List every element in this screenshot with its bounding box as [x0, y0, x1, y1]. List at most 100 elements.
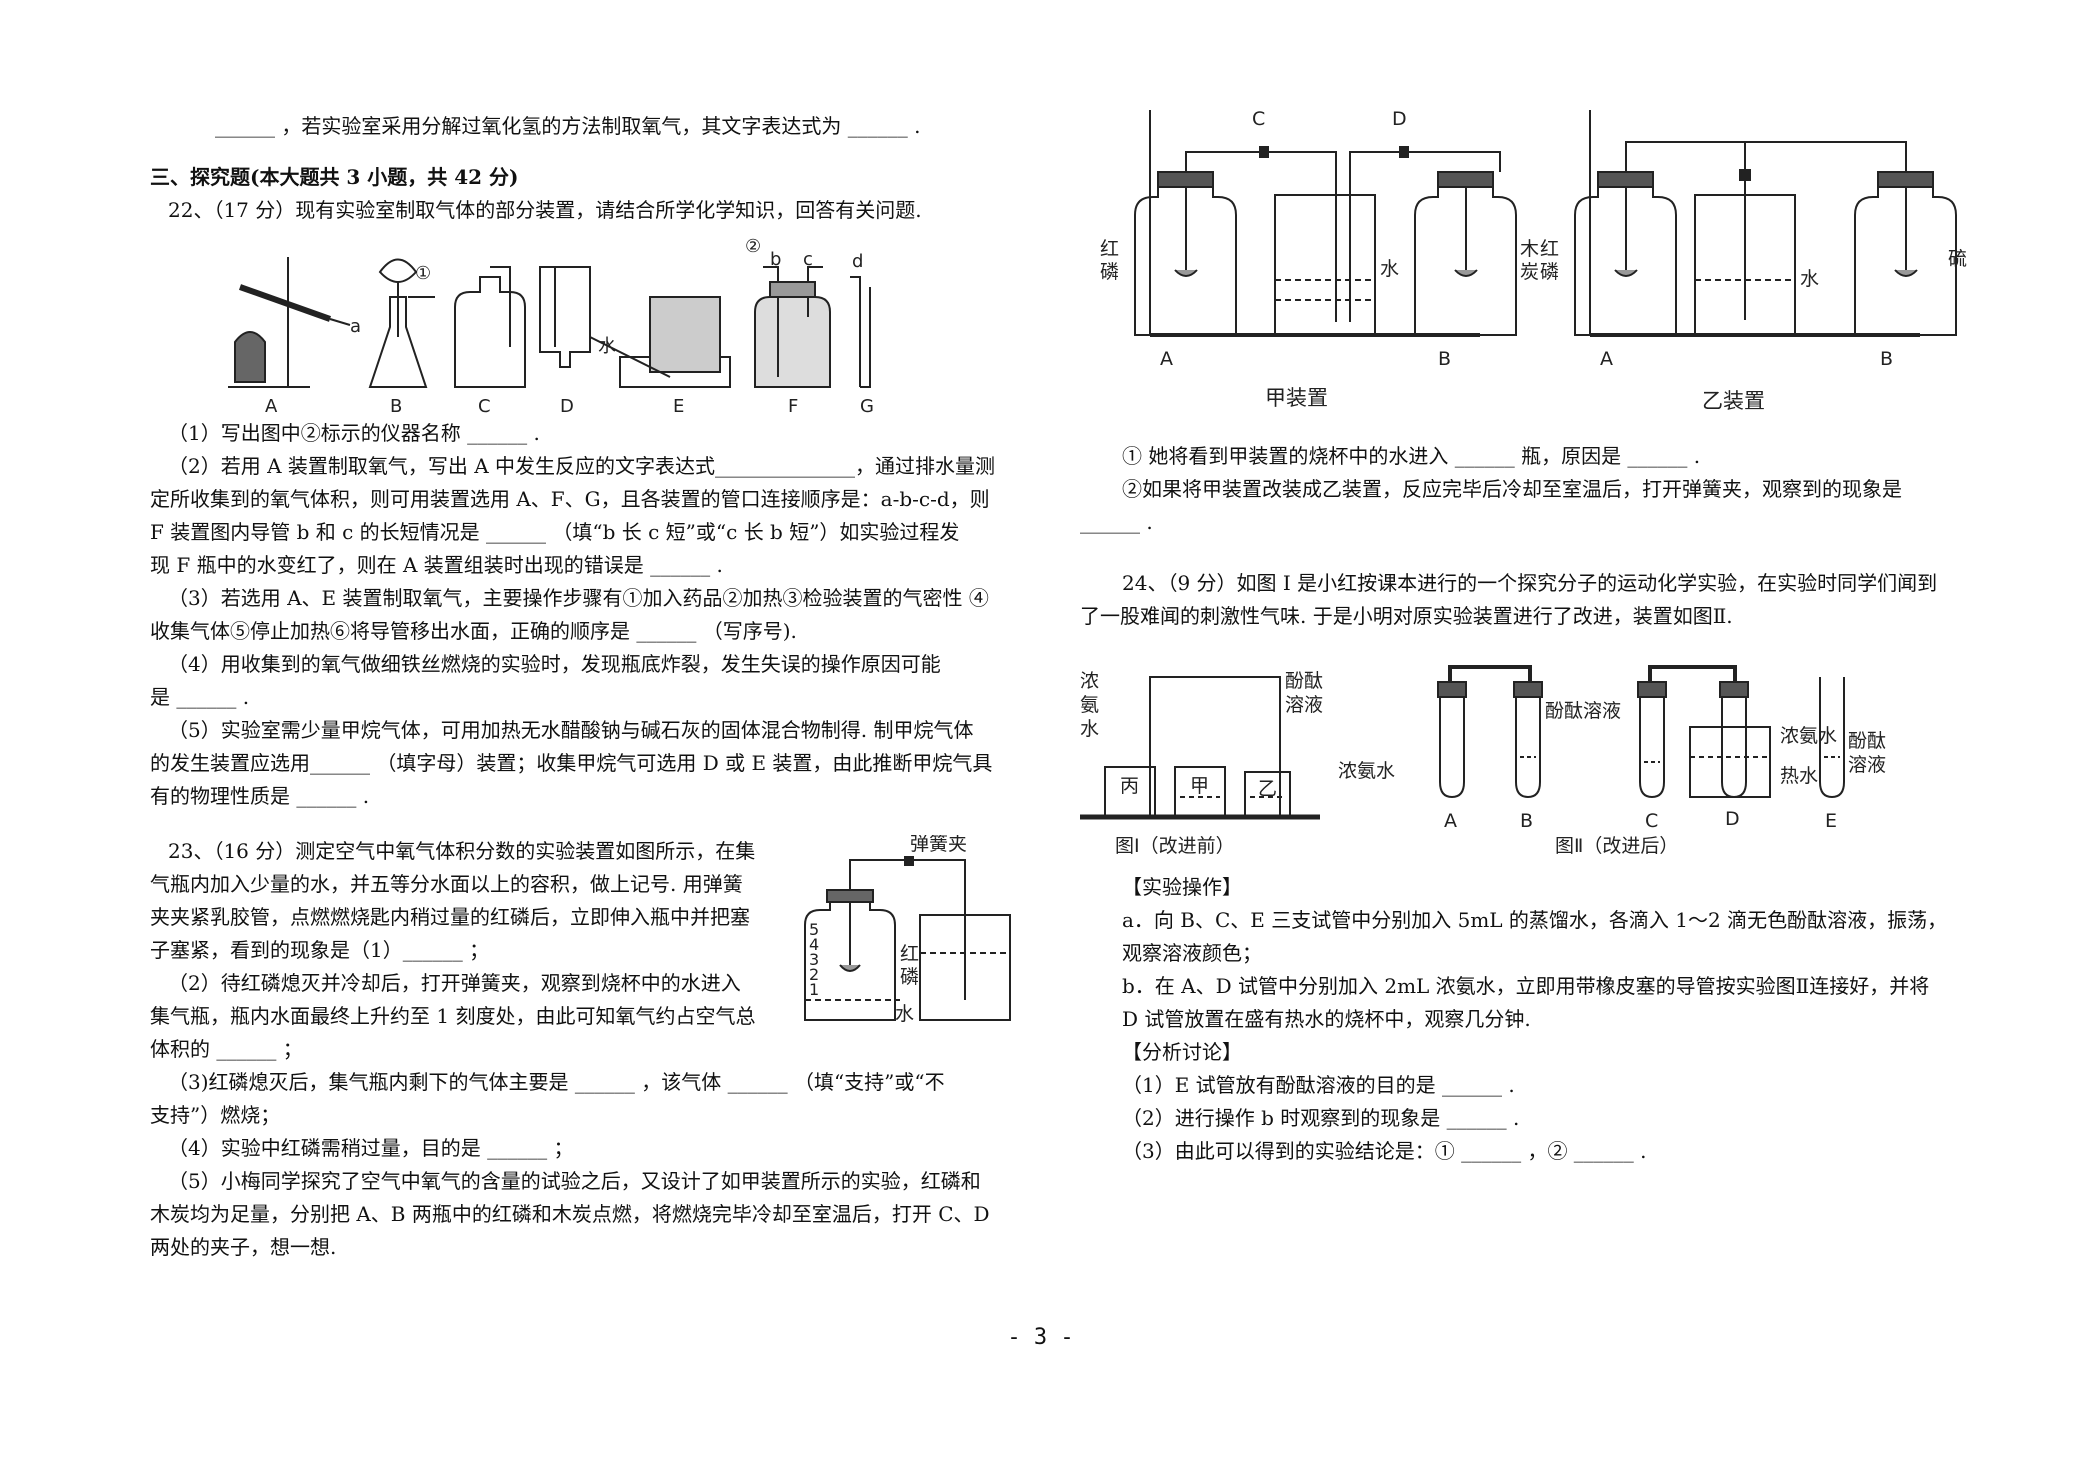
right-column: C D 红 磷 水 木 炭 A B 甲装置 红 磷 水 硫 A B 乙装置 ① … [1080, 110, 2000, 1168]
red-label: 红 [900, 943, 919, 965]
q22-apparatus-figure: A B C D E F G ① ② a b c d 水 [150, 227, 1030, 417]
label-B-yi: B [1880, 348, 1893, 370]
red-p-2: 磷 [1100, 261, 1119, 283]
page-number: - 3 - [1007, 1325, 1074, 1350]
clamp-label: 弹簧夹 [910, 835, 967, 855]
q23-line4: 子塞紧，看到的现象是（1）______ ； [150, 938, 490, 962]
analysis-title: 【分析讨论】 [1122, 1040, 1242, 1064]
tube-E: E [1825, 810, 1837, 832]
mark-circle2: ② [745, 236, 761, 257]
fig1-caption: 图Ⅰ（改进前） [1115, 835, 1235, 857]
label-C-top: C [1252, 110, 1265, 130]
q22-part3a: （3）若选用 A、E 装置制取氧气，主要操作步骤有①加入药品②加热③检验装置的气… [168, 586, 989, 610]
fig1-ammonia-3: 水 [1080, 718, 1099, 740]
fig2-ammonia: 浓氨水 [1338, 760, 1395, 782]
q23-right-q2a: ②如果将甲装置改装成乙装置，反应完毕后冷却至室温后，打开弹簧夹，观察到的现象是 [1122, 477, 1902, 501]
q22-intro: 22、（17 分）现有实验室制取气体的部分装置，请结合所学化学知识，回答有关问题… [168, 198, 922, 222]
q22-part3b: 收集气体⑤停止加热⑥将导管移出水面，正确的顺序是 ______ （写序号). [150, 619, 797, 643]
tube-C: C [1645, 810, 1658, 832]
red-p-yi-2: 磷 [1540, 261, 1559, 283]
tick-3: 3 [809, 950, 819, 969]
q23-line12: 木炭均为足量，分别把 A、B 两瓶中的红磷和木炭点燃，将燃烧完毕冷却至室温后，打… [150, 1202, 990, 1226]
q23-line9: 支持”）燃烧； [150, 1103, 281, 1127]
label-D-top: D [1392, 110, 1407, 130]
q23-line7: 体积的 ______ ； [150, 1037, 303, 1061]
q23-line8: （3)红磷熄灭后，集气瓶内剩下的气体主要是 ______ ，该气体 ______… [168, 1070, 945, 1094]
q22-part2b: 定所收集到的氧气体积，则可用装置选用 A、F、G，且各装置的管口连接顺序是：a-… [150, 487, 990, 511]
water-label: 水 [895, 1003, 914, 1025]
q22-part1: （1）写出图中②标示的仪器名称 ______ . [168, 421, 540, 445]
op-a2: 观察溶液颜色； [1122, 941, 1262, 965]
q24-line2: 了一股难闻的刺激性气味. 于是小明对原实验装置进行了改进，装置如图Ⅱ. [1080, 604, 1733, 628]
mark-a: a [350, 316, 361, 337]
fig2-ammonia-d: 浓氨水 [1780, 725, 1837, 747]
fig2-phenol: 酚酞溶液 [1545, 700, 1621, 722]
label-A-jia: A [1160, 348, 1173, 370]
q23-jia-yi-figure: C D 红 磷 水 木 炭 A B 甲装置 红 磷 水 硫 A B 乙装置 [1100, 110, 1967, 413]
op-b1: b．在 A、D 试管中分别加入 2mL 浓氨水，立即用带橡皮塞的导管按实验图Ⅱ连… [1122, 974, 1930, 998]
op-title: 【实验操作】 [1122, 875, 1242, 899]
tube-B: B [1520, 810, 1533, 832]
op-a1: a．向 B、C、E 三支试管中分别加入 5mL 的蒸馏水，各滴入 1～2 滴无色… [1122, 908, 1948, 932]
q23-right-q2b: ______ . [1080, 510, 1153, 534]
beaker-jia: 甲 [1190, 775, 1209, 797]
tube-A: A [1444, 810, 1457, 832]
q22-part2c: F 装置图内导管 b 和 c 的长短情况是 ______ （填“b 长 c 短”… [150, 520, 960, 544]
label-C: C [478, 396, 491, 417]
fig1-ammonia-1: 浓 [1080, 670, 1099, 692]
q21-tail: ______ ，若实验室采用分解过氧化氢的方法制取氧气，其文字表达式为 ____… [215, 114, 921, 138]
mark-d: d [852, 251, 863, 272]
water-yi: 水 [1800, 268, 1819, 290]
tube-D: D [1725, 808, 1740, 830]
analysis-2: （2）进行操作 b 时观察到的现象是 ______ . [1122, 1106, 1520, 1130]
sulfur-label: 硫 [1948, 248, 1967, 270]
section-title: 三、探究题(本大题共 3 小题，共 42 分) [150, 165, 519, 189]
fig2-phenol-e-1: 酚酞 [1848, 730, 1886, 752]
red-p-1: 红 [1100, 238, 1119, 260]
label-E: E [673, 396, 684, 417]
q23-line1: 23、（16 分）测定空气中氧气体积分数的实验装置如图所示，在集 [168, 839, 756, 863]
q22-part5a: （5）实验室需少量甲烷气体，可用加热无水醋酸钠与碱石灰的固体混合物制得. 制甲烷… [168, 718, 974, 742]
q22-part5c: 有的物理性质是 ______ . [150, 784, 370, 808]
beaker-bing: 丙 [1120, 775, 1139, 797]
label-F: F [788, 396, 798, 417]
q22-part4b: 是 ______ . [150, 685, 250, 709]
q22-part5b: 的发生装置应选用______ （填字母）装置；收集甲烷气可选用 D 或 E 装置… [150, 751, 993, 775]
red-p-yi-1: 红 [1540, 238, 1559, 260]
mark-b: b [770, 249, 781, 270]
label-B: B [390, 396, 402, 417]
label-A-yi: A [1600, 348, 1613, 370]
analysis-1: （1）E 试管放有酚酞溶液的目的是 ______ . [1122, 1073, 1515, 1097]
q23-right-q1: ① 她将看到甲装置的烧杯中的水进入 ______ 瓶，原因是 ______ . [1122, 444, 1701, 468]
jia-caption: 甲装置 [1265, 386, 1328, 410]
op-b2: D 试管放置在盛有热水的烧杯中，观察几分钟. [1122, 1007, 1531, 1031]
q24-line1: 24、（9 分）如图 I 是小红按课本进行的一个探究分子的运动化学实验，在实验时… [1122, 571, 1938, 595]
fig2-caption: 图Ⅱ（改进后） [1555, 835, 1678, 857]
tick-2: 2 [809, 965, 819, 984]
mark-c: c [803, 249, 813, 270]
fig1-phenol-2: 溶液 [1285, 694, 1323, 716]
charcoal-2: 炭 [1520, 261, 1539, 283]
q23-line10: （4）实验中红磷需稍过量，目的是 ______ ； [168, 1136, 574, 1160]
mark-water: 水 [598, 336, 616, 357]
phos-label: 磷 [900, 966, 919, 988]
fig2-phenol-e-2: 溶液 [1848, 754, 1886, 776]
label-G: G [860, 396, 874, 417]
water-jia: 水 [1380, 258, 1399, 280]
tick-1: 1 [809, 980, 819, 999]
q23-line3: 夹夹紧乳胶管，点燃燃烧匙内稍过量的红磷后，立即伸入瓶中并把塞 [150, 905, 750, 929]
tick-5: 5 [809, 920, 819, 939]
mark-circle1: ① [415, 263, 431, 284]
left-column: ______ ，若实验室采用分解过氧化氢的方法制取氧气，其文字表达式为 ____… [150, 110, 1030, 1264]
q22-part4a: （4）用收集到的氧气做细铁丝燃烧的实验时，发现瓶底炸裂，发生失误的操作原因可能 [168, 652, 941, 676]
label-B-jia: B [1438, 348, 1451, 370]
tick-4: 4 [809, 935, 819, 954]
analysis-3: （3）由此可以得到的实验结论是：① ______ ，② ______ . [1122, 1139, 1647, 1163]
charcoal-1: 木 [1520, 238, 1539, 260]
q23-apparatus-figure: 弹簧夹 5 4 3 2 1 红 磷 水 [804, 835, 1011, 1025]
q23-line2: 气瓶内加入少量的水，并五等分水面以上的容积，做上记号. 用弹簧 [150, 872, 743, 896]
q22-part2d: 现 F 瓶中的水变红了，则在 A 装置组装时出现的错误是 ______ . [150, 553, 723, 577]
q23-line5: （2）待红磷熄灭并冷却后，打开弹簧夹，观察到烧杯中的水进入 [168, 971, 741, 995]
label-A: A [265, 396, 278, 417]
label-D: D [560, 396, 574, 417]
